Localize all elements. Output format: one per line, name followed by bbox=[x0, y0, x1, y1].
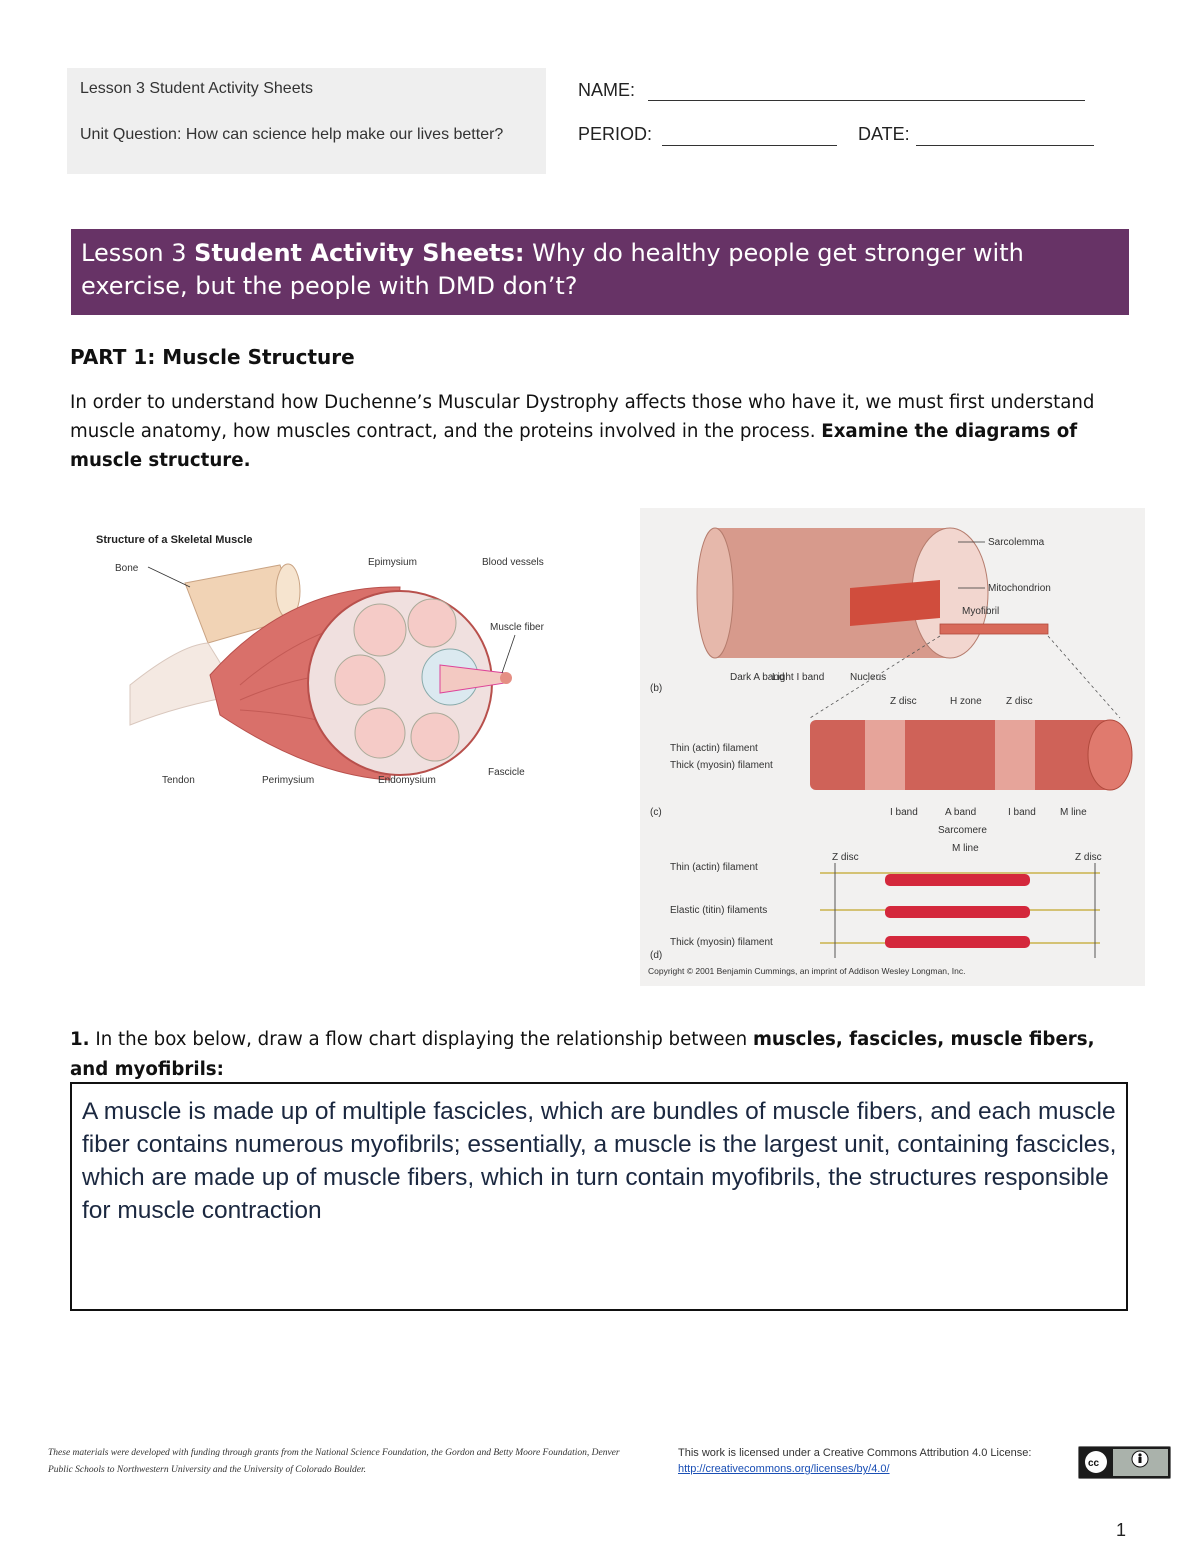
period-field[interactable] bbox=[662, 145, 837, 146]
m-line-label-2: M line bbox=[952, 843, 979, 854]
blood-vessels-label: Blood vessels bbox=[482, 557, 544, 568]
thin-filament-label: Thin (actin) filament bbox=[670, 743, 758, 754]
panel-c-label: (c) bbox=[650, 807, 662, 818]
sarcolemma-label: Sarcolemma bbox=[988, 537, 1045, 548]
z-disc-label-2: Z disc bbox=[1006, 696, 1033, 707]
page-number: 1 bbox=[1116, 1520, 1127, 1540]
answer-box[interactable] bbox=[70, 1082, 1128, 1311]
panel-d-label: (d) bbox=[650, 950, 662, 961]
light-i-band-label: Light I band bbox=[772, 672, 824, 683]
muscle-fiber-diagram: Sarcolemma Mitochondrion Myofibril (b) D… bbox=[640, 508, 1145, 986]
license-link[interactable]: http://creativecommons.org/licenses/by/4… bbox=[678, 1463, 890, 1475]
name-field[interactable] bbox=[648, 100, 1085, 101]
intro-paragraph: In order to understand how Duchenne’s Mu… bbox=[70, 392, 1095, 471]
answer-text[interactable]: A muscle is made up of multiple fascicle… bbox=[82, 1098, 1117, 1224]
nucleus-label: Nucleus bbox=[850, 672, 886, 683]
period-label: PERIOD: bbox=[578, 124, 653, 144]
copyright-text: Copyright © 2001 Benjamin Cummings, an i… bbox=[648, 966, 965, 976]
header-info-box bbox=[67, 68, 546, 174]
sarcomere-label: Sarcomere bbox=[938, 825, 987, 836]
h-zone-label: H zone bbox=[950, 696, 982, 707]
z-disc-label-4: Z disc bbox=[1075, 852, 1102, 863]
license-note: This work is licensed under a Creative C… bbox=[678, 1447, 1032, 1475]
elastic-filaments-label: Elastic (titin) filaments bbox=[670, 905, 767, 916]
endomysium-label: Endomysium bbox=[378, 775, 436, 786]
perimysium-label: Perimysium bbox=[262, 775, 314, 786]
funding-note: These materials were developed with fund… bbox=[48, 1448, 620, 1475]
name-label: NAME: bbox=[578, 80, 636, 100]
muscle-fiber-label: Muscle fiber bbox=[490, 622, 545, 633]
thick-filament-label-2: Thick (myosin) filament bbox=[670, 937, 773, 948]
epimysium-label: Epimysium bbox=[368, 557, 417, 568]
m-line-label: M line bbox=[1060, 807, 1087, 818]
banner-title: Lesson 3 Student Activity Sheets: Why do… bbox=[81, 239, 1024, 300]
question-1: 1. In the box below, draw a flow chart d… bbox=[70, 1029, 1095, 1080]
svg-text:cc: cc bbox=[1088, 1458, 1100, 1469]
i-band-label-2: I band bbox=[1008, 807, 1036, 818]
thick-filament-label: Thick (myosin) filament bbox=[670, 760, 773, 771]
z-disc-label-3: Z disc bbox=[832, 852, 859, 863]
tendon-label: Tendon bbox=[162, 775, 195, 786]
skeletal-muscle-diagram: Structure of a Skeletal Muscle Bone Epim… bbox=[96, 534, 545, 786]
dark-a-band-label: Dark A band bbox=[730, 672, 784, 683]
thin-filament-label-2: Thin (actin) filament bbox=[670, 862, 758, 873]
date-field[interactable] bbox=[916, 145, 1094, 146]
part1-heading: PART 1: Muscle Structure bbox=[70, 345, 355, 369]
z-disc-label: Z disc bbox=[890, 696, 917, 707]
i-band-label: I band bbox=[890, 807, 918, 818]
title-banner bbox=[71, 229, 1129, 315]
panel-b-label: (b) bbox=[650, 683, 662, 694]
fascicle-label: Fascicle bbox=[488, 767, 525, 778]
unit-question: Unit Question: How can science help make… bbox=[80, 126, 504, 143]
myofibril-label: Myofibril bbox=[962, 606, 999, 617]
mitochondrion-label: Mitochondrion bbox=[988, 583, 1051, 594]
a-band-label: A band bbox=[945, 807, 976, 818]
date-label: DATE: bbox=[858, 124, 910, 144]
lesson-heading: Lesson 3 Student Activity Sheets bbox=[80, 80, 314, 97]
figure1-title: Structure of a Skeletal Muscle bbox=[96, 534, 253, 546]
creative-commons-icon: cc bbox=[1078, 1446, 1171, 1479]
bone-label: Bone bbox=[115, 563, 139, 574]
